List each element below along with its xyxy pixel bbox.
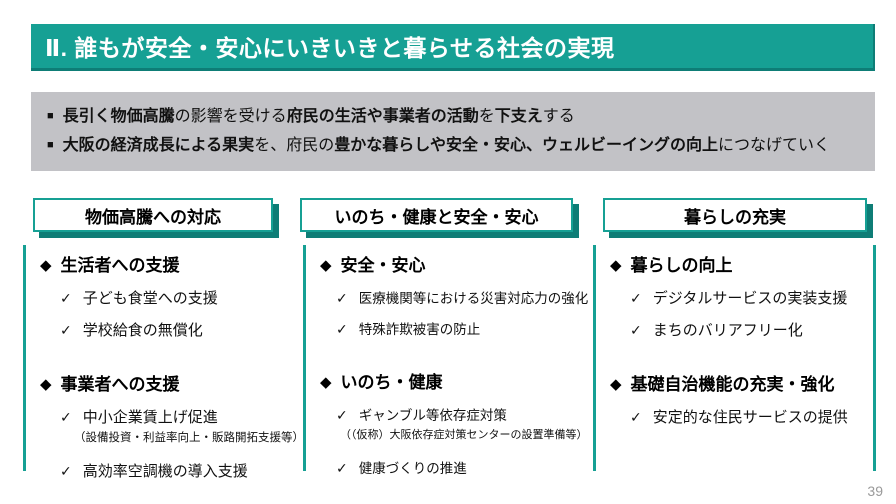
section-title: ◆ 事業者への支援 [40, 370, 299, 395]
section-life-health: ◆ いのち・健康 ✓ ギャンブル等依存症対策 （（仮称）大阪依存症対策センターの… [320, 368, 589, 477]
list-item: ✓ 医療機関等における災害対応力の強化 [336, 287, 589, 307]
overview-box: ■ 長引く物価高騰の影響を受ける府民の生活や事業者の活動を下支えする ■ 大阪の… [31, 92, 875, 171]
diamond-icon: ◆ [320, 257, 332, 274]
text-run: 大阪の経済成長による果実 [62, 137, 255, 155]
check-icon: ✓ [336, 290, 348, 306]
text-run: につなげていく [718, 137, 831, 155]
overview-bullet-1: ■ 長引く物価高騰の影響を受ける府民の生活や事業者の活動を下支えする [47, 107, 859, 127]
section-title-text: 基礎自治機能の充実・強化 [630, 375, 835, 394]
text-run: 下支え [494, 107, 543, 125]
section-residents-support: ◆ 生活者への支援 ✓ 子ども食堂への支援 ✓ 学校給食の無償化 [40, 251, 299, 340]
item-text: 高効率空調機の導入支援 [82, 463, 248, 480]
diamond-icon: ◆ [610, 376, 622, 393]
section-local-government-functions: ◆ 基礎自治機能の充実・強化 ✓ 安定的な住民サービスの提供 [610, 370, 869, 427]
section-title: ◆ 基礎自治機能の充実・強化 [610, 370, 869, 395]
section-title-text: 生活者への支援 [60, 256, 180, 275]
text-run: 長引く物価高騰 [62, 107, 175, 125]
section-living-improvement: ◆ 暮らしの向上 ✓ デジタルサービスの実装支援 ✓ まちのバリアフリー化 [610, 251, 869, 340]
overview-bullet-2-text: 大阪の経済成長による果実を、府民の豊かな暮らしや安全・安心、ウェルビーイングの向… [63, 136, 830, 156]
diamond-icon: ◆ [40, 376, 52, 393]
check-icon: ✓ [630, 290, 642, 306]
check-icon: ✓ [630, 409, 642, 425]
square-bullet-icon: ■ [47, 139, 54, 152]
item-text: まちのバリアフリー化 [652, 322, 803, 339]
item-text: 安定的な住民サービスの提供 [652, 409, 848, 426]
check-icon: ✓ [60, 463, 72, 479]
list-item: ✓ ギャンブル等依存症対策 [336, 404, 589, 424]
list-item: ✓ 中小企業賃上げ促進 [60, 406, 299, 427]
list-item: ✓ 高効率空調機の導入支援 [60, 460, 299, 481]
section-title-text: いのち・健康 [340, 373, 443, 392]
column-header-living-enrichment: 暮らしの充実 [603, 198, 867, 232]
column-price-response: ◆ 生活者への支援 ✓ 子ども食堂への支援 ✓ 学校給食の無償化 ◆ 事業者への… [23, 245, 304, 480]
check-icon: ✓ [630, 322, 642, 338]
list-item: ✓ 健康づくりの推進 [336, 457, 589, 477]
slide-title-bar: Ⅱ. 誰もが安全・安心にいきいきと暮らせる社会の実現 [31, 24, 875, 71]
list-item: ✓ 安定的な住民サービスの提供 [630, 406, 869, 427]
check-icon: ✓ [60, 322, 72, 338]
section-title-text: 暮らしの向上 [630, 256, 733, 275]
section-title: ◆ 安全・安心 [320, 251, 589, 276]
diamond-icon: ◆ [320, 374, 332, 391]
columns-row: ◆ 生活者への支援 ✓ 子ども食堂への支援 ✓ 学校給食の無償化 ◆ 事業者への… [23, 245, 876, 480]
text-run: 豊かな暮らしや安全・安心、ウェルビーイングの向上 [334, 137, 719, 155]
page-number: 39 [867, 483, 883, 499]
check-icon: ✓ [60, 290, 72, 306]
column-life-health-safety: ◆ 安全・安心 ✓ 医療機関等における災害対応力の強化 ✓ 特殊詐欺被害の防止 … [303, 245, 593, 476]
overview-bullet-1-text: 長引く物価高騰の影響を受ける府民の生活や事業者の活動を下支えする [63, 107, 575, 127]
item-note: （設備投資・利益率向上・販路開拓支援等） [74, 432, 304, 444]
column-header-life-health-safety: いのち・健康と安全・安心 [300, 198, 573, 232]
list-item: ✓ 子ども食堂への支援 [60, 287, 299, 308]
item-text: 中小企業賃上げ促進 [82, 409, 218, 426]
item-text: 学校給食の無償化 [82, 322, 203, 339]
list-item: ✓ まちのバリアフリー化 [630, 319, 869, 340]
item-text: デジタルサービスの実装支援 [652, 290, 848, 307]
text-run: を、府民の [254, 137, 335, 155]
item-text: 健康づくりの推進 [358, 461, 467, 476]
diamond-icon: ◆ [610, 257, 622, 274]
item-text: 子ども食堂への支援 [82, 290, 218, 307]
check-icon: ✓ [336, 407, 348, 423]
item-note: （（仮称）大阪依存症対策センターの設置準備等） [340, 429, 588, 441]
text-run: を [478, 107, 495, 125]
text-run: の影響を受ける [174, 107, 287, 125]
section-title: ◆ 暮らしの向上 [610, 251, 869, 276]
section-title-text: 安全・安心 [340, 256, 426, 275]
item-text: ギャンブル等依存症対策 [358, 408, 507, 423]
column-living-enrichment: ◆ 暮らしの向上 ✓ デジタルサービスの実装支援 ✓ まちのバリアフリー化 ◆ … [593, 245, 876, 471]
list-item: ✓ 特殊詐欺被害の防止 [336, 318, 589, 338]
diamond-icon: ◆ [40, 257, 52, 274]
check-icon: ✓ [60, 409, 72, 425]
text-run: する [542, 107, 575, 125]
square-bullet-icon: ■ [47, 109, 54, 122]
section-business-support: ◆ 事業者への支援 ✓ 中小企業賃上げ促進 （設備投資・利益率向上・販路開拓支援… [40, 370, 304, 481]
section-title: ◆ 生活者への支援 [40, 251, 299, 276]
section-title: ◆ いのち・健康 [320, 368, 589, 393]
slide-title: Ⅱ. 誰もが安全・安心にいきいきと暮らせる社会の実現 [45, 35, 615, 61]
check-icon: ✓ [336, 460, 348, 476]
list-item: ✓ デジタルサービスの実装支援 [630, 287, 869, 308]
column-header-price-response: 物価高騰への対応 [33, 198, 273, 232]
check-icon: ✓ [336, 321, 348, 337]
item-text: 医療機関等における災害対応力の強化 [358, 291, 589, 306]
item-text: 特殊詐欺被害の防止 [358, 322, 481, 337]
section-title-text: 事業者への支援 [60, 375, 180, 394]
section-safety-security: ◆ 安全・安心 ✓ 医療機関等における災害対応力の強化 ✓ 特殊詐欺被害の防止 [320, 251, 589, 338]
list-item: ✓ 学校給食の無償化 [60, 319, 299, 340]
overview-bullet-2: ■ 大阪の経済成長による果実を、府民の豊かな暮らしや安全・安心、ウェルビーイング… [47, 136, 859, 156]
text-run: 府民の生活や事業者の活動 [286, 107, 479, 125]
